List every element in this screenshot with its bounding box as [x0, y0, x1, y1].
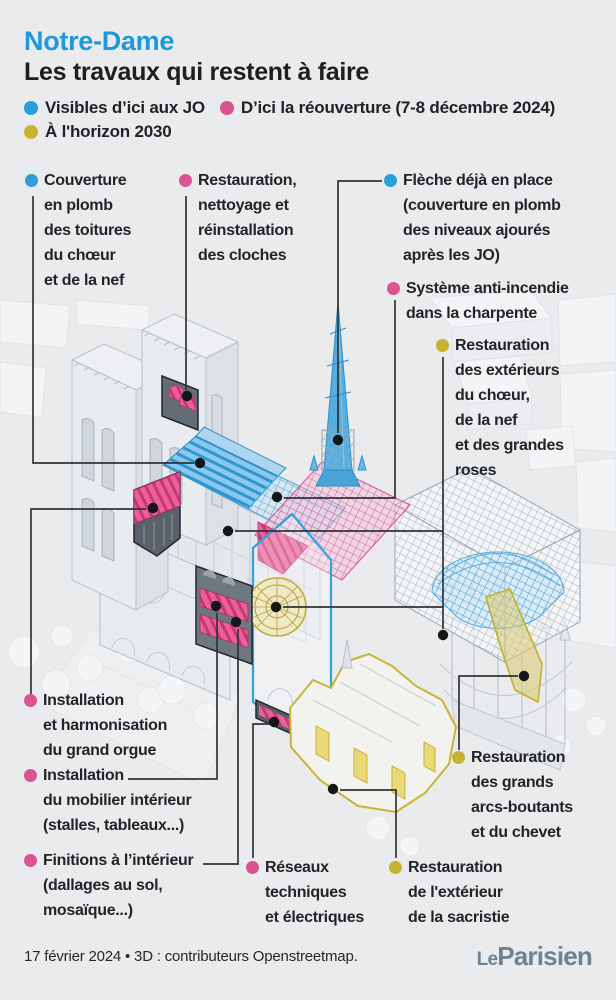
- annotation-reseaux: Réseaux techniques et électriques: [246, 855, 364, 930]
- pink-bullet-icon: [24, 769, 37, 782]
- transept-charpente-pink: [254, 461, 411, 581]
- blue-bullet-icon: [25, 174, 38, 187]
- page-kicker: Notre-Dame: [24, 26, 175, 56]
- pink-bullet-icon: [179, 174, 192, 187]
- annotation-mobilier: Installation du mobilier intérieur (stal…: [24, 763, 192, 838]
- legend-item-2030: À l'horizon 2030: [24, 122, 172, 142]
- organ-cutaway: [133, 470, 181, 557]
- annotation-exterieurs-roses: Restauration des extérieurs du chœur, de…: [436, 333, 564, 483]
- annotation-finitions: Finitions à l’intérieur (dallages au sol…: [24, 848, 194, 923]
- annotation-grand-orgue: Installation et harmonisation du grand o…: [24, 688, 167, 763]
- annotation-couverture-plomb: Couverture en plomb des toitures du chœu…: [25, 168, 131, 293]
- pink-bullet-icon: [246, 861, 259, 874]
- connector-dots: [147, 390, 530, 795]
- le-parisien-logo: LeParisien: [476, 941, 593, 971]
- yellow-bullet-icon: [436, 339, 449, 352]
- credit-line: 17 février 2024 • 3D : contributeurs Ope…: [24, 948, 358, 965]
- sacristy: [289, 639, 457, 813]
- yellow-bullet-icon: [389, 861, 402, 874]
- annotation-anti-incendie: Système anti-incendie dans la charpente: [387, 276, 569, 326]
- apse-roof-blue: [431, 551, 565, 629]
- legend-row-1: Visibles d’ici aux JO D’ici la réouvertu…: [24, 98, 570, 118]
- legend-row-2: À l'horizon 2030: [24, 122, 186, 142]
- leader-lines: [30, 180, 518, 865]
- pink-bullet-icon: [24, 854, 37, 867]
- blue-bullet-icon: [384, 174, 397, 187]
- blue-legend-dot-icon: [24, 101, 38, 115]
- legend-item-jo: Visibles d’ici aux JO: [24, 98, 205, 118]
- annotation-fleche: Flèche déjà en place (couverture en plom…: [384, 168, 561, 268]
- page-title: Les travaux qui restent à faire: [24, 58, 370, 86]
- yellow-legend-dot-icon: [24, 125, 38, 139]
- pink-bullet-icon: [24, 694, 37, 707]
- city-blocks: [0, 289, 616, 649]
- annotation-sacristie: Restauration de l'extérieur de la sacris…: [389, 855, 510, 930]
- annotation-cloches: Restauration, nettoyage et réinstallatio…: [179, 168, 297, 268]
- pink-bullet-icon: [387, 282, 400, 295]
- pink-legend-dot-icon: [219, 101, 234, 115]
- yellow-bullet-icon: [452, 751, 465, 764]
- annotation-arcs-boutants: Restauration des grands arcs-boutants et…: [452, 745, 573, 845]
- legend-item-reouverture: D’ici la réouverture (7-8 décembre 2024): [219, 98, 555, 118]
